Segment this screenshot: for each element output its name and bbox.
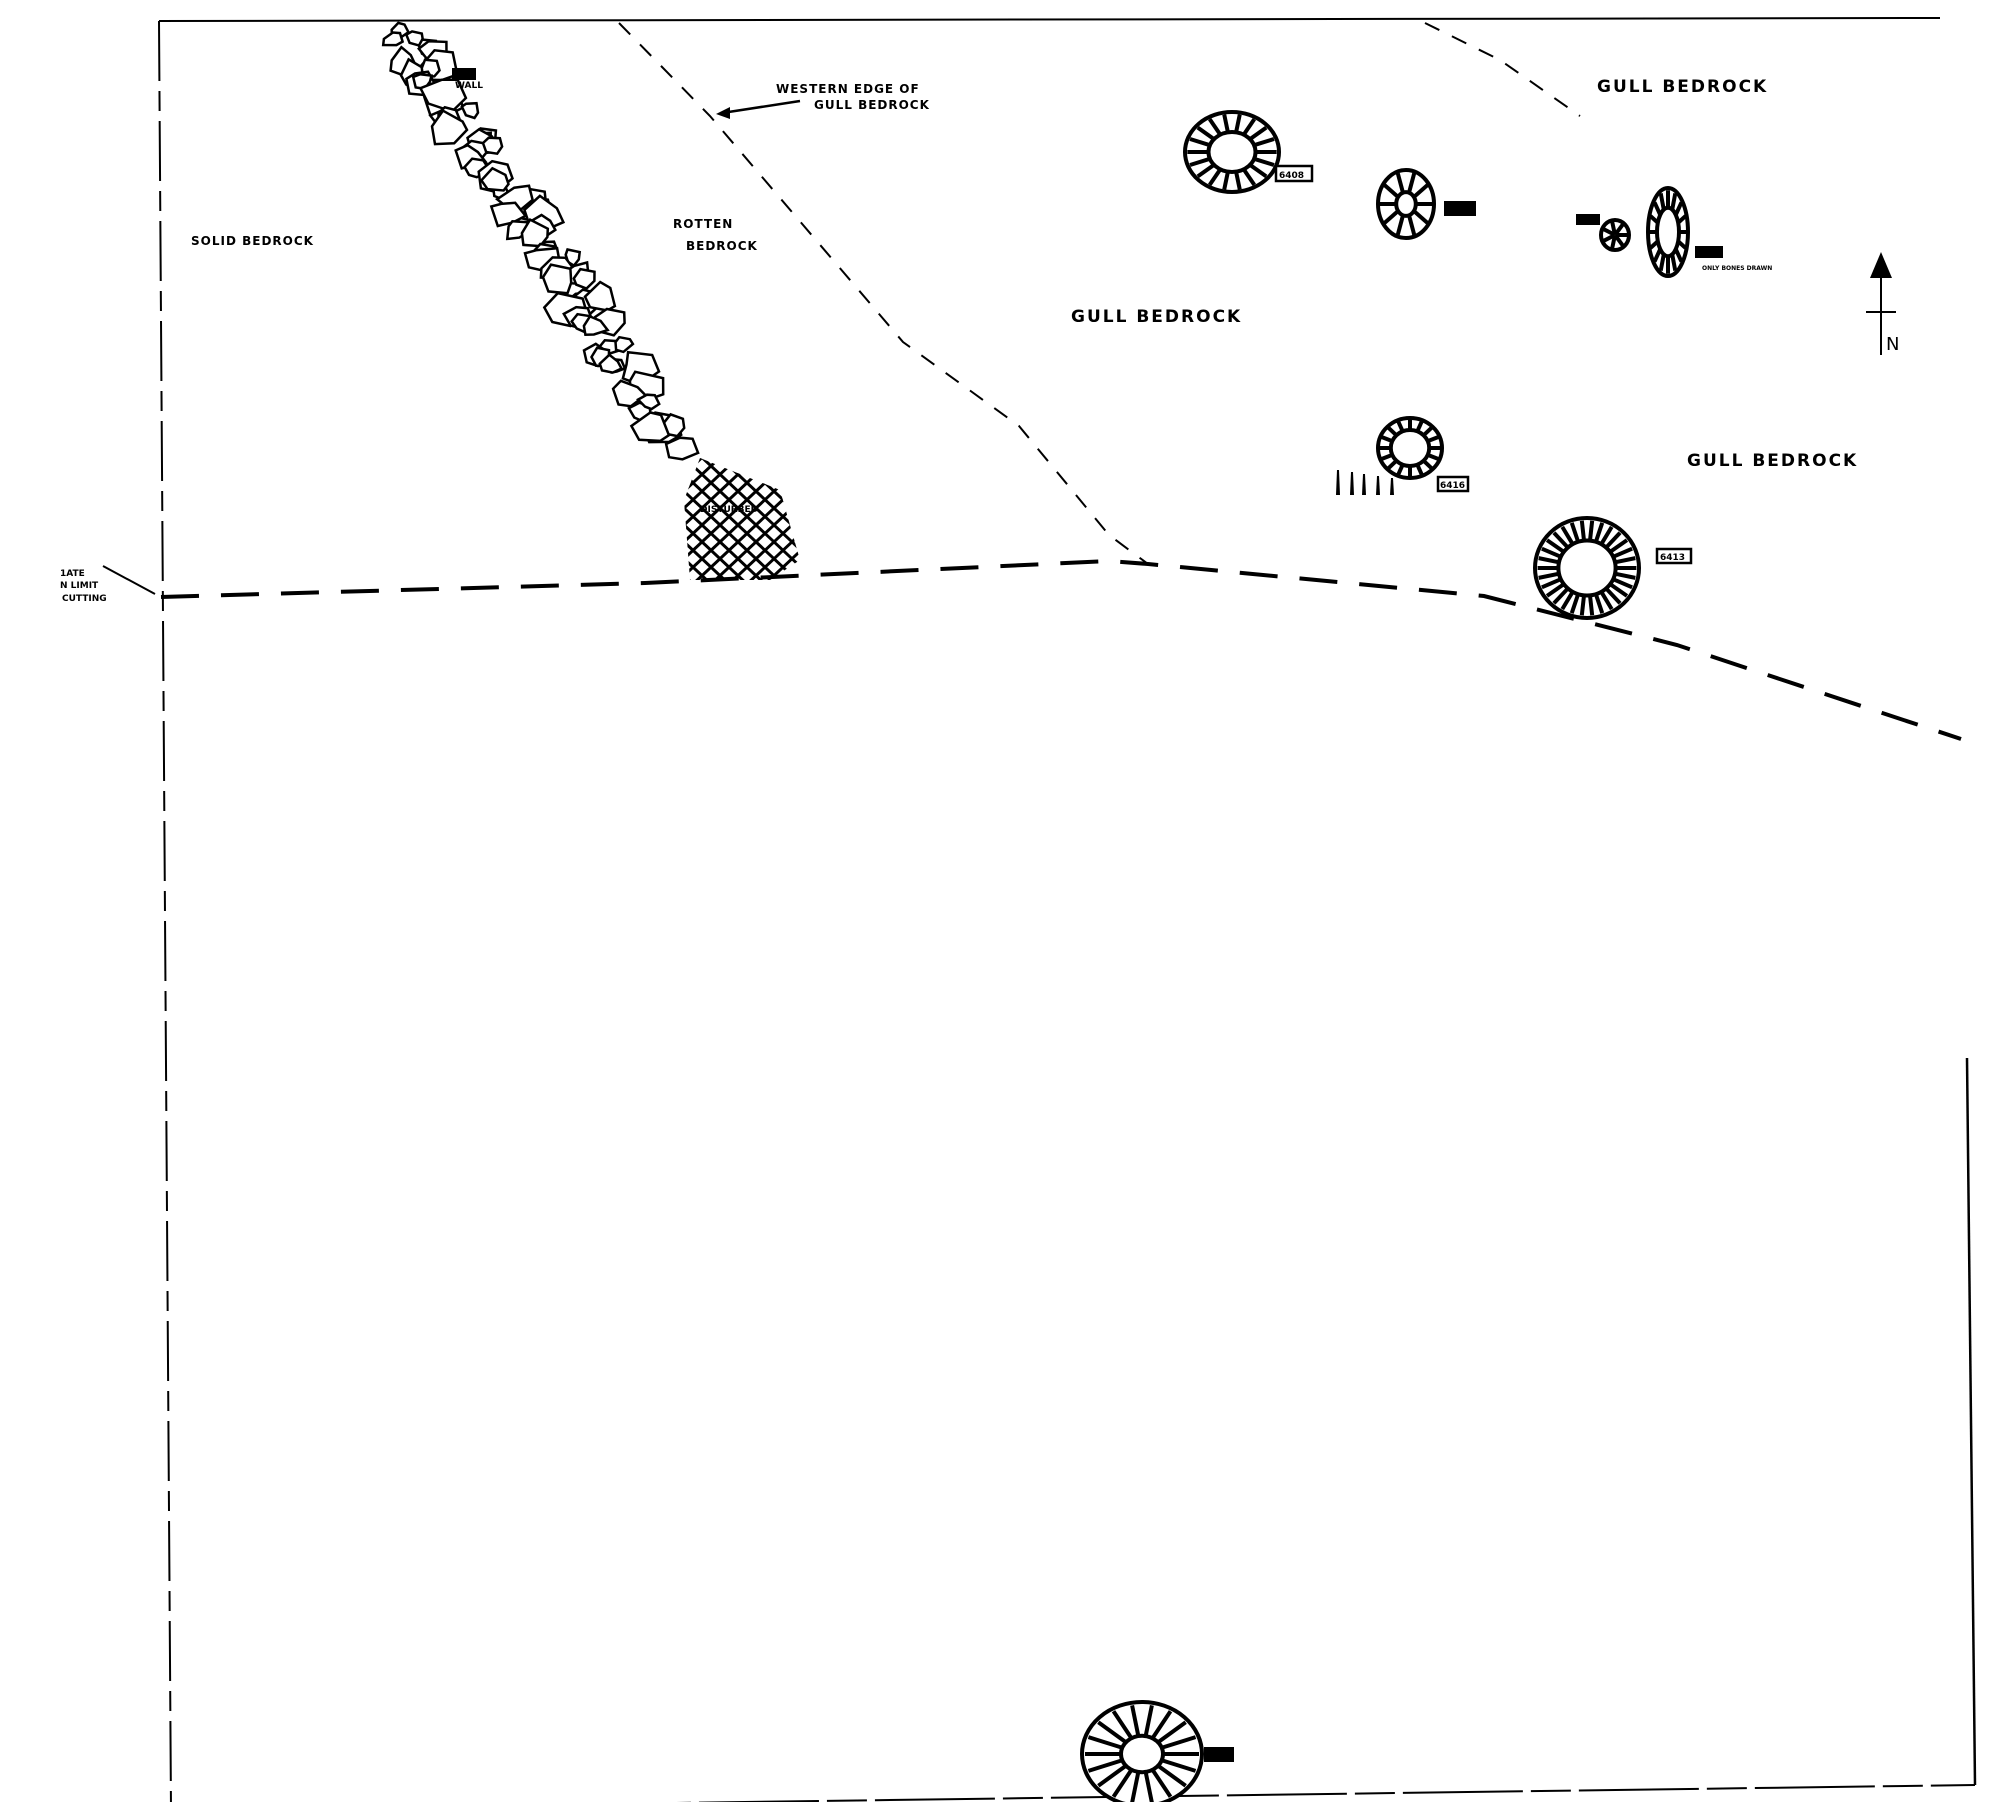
gull-bedrock-edge-line-east — [1424, 22, 1581, 117]
stone — [460, 101, 480, 120]
context-6413: 6413 — [1655, 547, 1693, 565]
svg-text:1ATE: 1ATE — [60, 569, 85, 579]
svg-text:N: N — [1886, 334, 1899, 355]
svg-text:N LIMIT: N LIMIT — [60, 581, 99, 591]
stone — [636, 393, 661, 411]
disturbed-label: DISTURBED — [700, 505, 758, 515]
limit-of-cutting-annotation: 1ATE N LIMIT CUTTING — [60, 565, 156, 604]
gull-bedrock-label-right: GULL BEDROCK — [1687, 451, 1858, 471]
stone — [582, 314, 610, 336]
feature-oval — [1646, 186, 1690, 278]
context-6416: 6416 — [1436, 475, 1470, 493]
limit-of-cutting-line — [160, 558, 1962, 741]
gull-bedrock-label-top-right: GULL BEDROCK — [1597, 77, 1768, 97]
arrow-icon — [716, 99, 801, 119]
solid-bedrock-label: SOLID BEDROCK — [191, 234, 314, 248]
feature-bottom — [1080, 1700, 1204, 1802]
svg-text:6416: 6416 — [1440, 481, 1465, 491]
feature-6408 — [1183, 110, 1281, 194]
stone-wall — [381, 21, 700, 461]
plan-frame — [158, 17, 1977, 1802]
feature-6416 — [1376, 416, 1444, 480]
context-6408: 6408 — [1274, 164, 1314, 183]
western-edge-label: WESTERN EDGE OF — [776, 82, 920, 96]
stone — [598, 353, 624, 374]
feature-small-circle — [1599, 218, 1631, 252]
feature-fan — [1376, 168, 1436, 240]
svg-text:CUTTING: CUTTING — [62, 594, 107, 604]
svg-text:6413: 6413 — [1660, 553, 1685, 563]
stone — [629, 411, 671, 443]
gull-bedrock-label: GULL BEDROCK — [1071, 307, 1242, 327]
context-tags-unreadable — [452, 68, 1723, 1762]
stone — [479, 166, 510, 192]
stone — [430, 109, 469, 146]
wall-label: WALL — [455, 81, 483, 91]
stone — [614, 335, 635, 354]
rotten-bedrock-label: ROTTEN — [673, 217, 733, 231]
stone — [572, 267, 596, 290]
stone — [381, 31, 405, 47]
svg-text:6408: 6408 — [1279, 171, 1304, 181]
north-arrow-icon: N — [1866, 252, 1899, 355]
only-bones-label: ONLY BONES DRAWN — [1702, 265, 1772, 272]
stone — [541, 263, 573, 295]
stone — [664, 436, 700, 461]
stake-marks — [1336, 470, 1394, 495]
rotten-bedrock-label-2: BEDROCK — [686, 239, 758, 253]
western-edge-label-2: GULL BEDROCK — [814, 98, 930, 112]
feature-6413 — [1533, 516, 1641, 620]
